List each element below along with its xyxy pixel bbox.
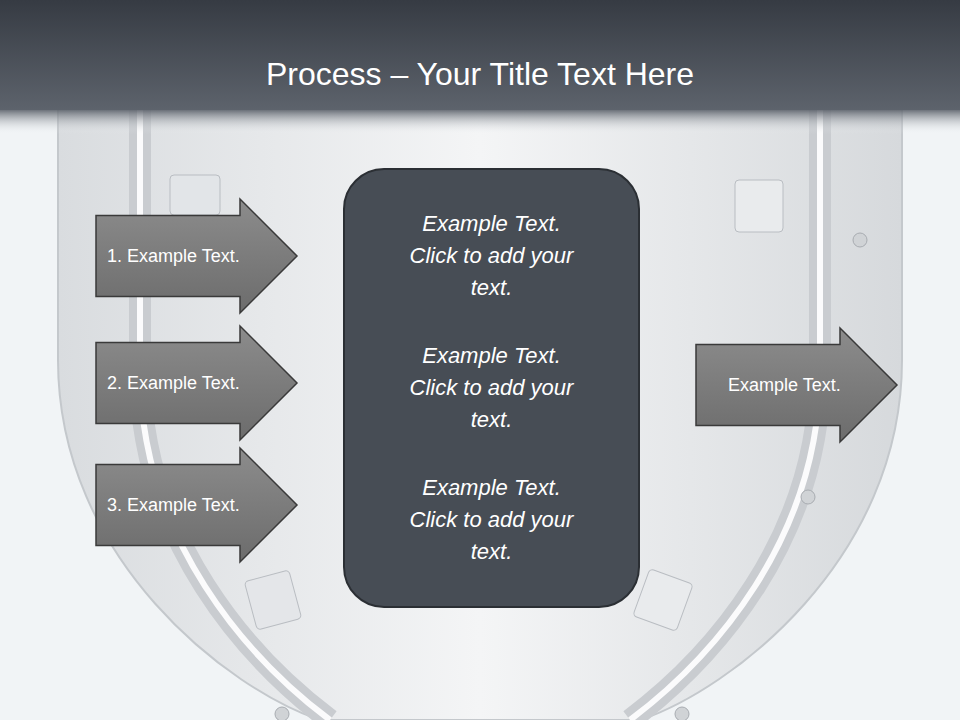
arrow-label: 2. Example Text.	[107, 371, 240, 395]
panel-text: Example Text. Click to add your text.	[407, 208, 577, 304]
bolt	[275, 707, 289, 720]
arrow-outline	[696, 328, 897, 442]
arrow-outline	[96, 448, 297, 562]
arrow-box: 1. Example Text.	[95, 198, 298, 314]
arrow-label: 3. Example Text.	[107, 493, 240, 517]
bolt	[853, 233, 867, 247]
arrow-box: Example Text.	[695, 327, 898, 443]
hinge-tab	[170, 175, 220, 215]
arrow-outline	[96, 326, 297, 440]
hinge-tab	[735, 180, 783, 232]
arrow-box: 2. Example Text.	[95, 325, 298, 441]
bolt	[801, 490, 815, 504]
panel-text: Example Text. Click to add your text.	[407, 340, 577, 436]
slide-title: Process – Your Title Text Here	[0, 50, 960, 98]
panel-text: Example Text. Click to add your text.	[407, 472, 577, 568]
arrow-label: 1. Example Text.	[107, 244, 240, 268]
title-bar-fade	[0, 110, 960, 134]
hinge-tab	[244, 570, 301, 630]
arrow-box: 3. Example Text.	[95, 447, 298, 563]
panel-rect	[344, 169, 639, 607]
arrow-label: Example Text.	[728, 373, 841, 397]
arrow-outline	[96, 199, 297, 313]
hinge-tab	[633, 569, 693, 632]
shield-outer	[58, 100, 902, 720]
content-panel: Example Text. Click to add your text. Exa…	[343, 168, 640, 608]
bolt	[675, 707, 689, 720]
title-bar	[0, 0, 960, 110]
